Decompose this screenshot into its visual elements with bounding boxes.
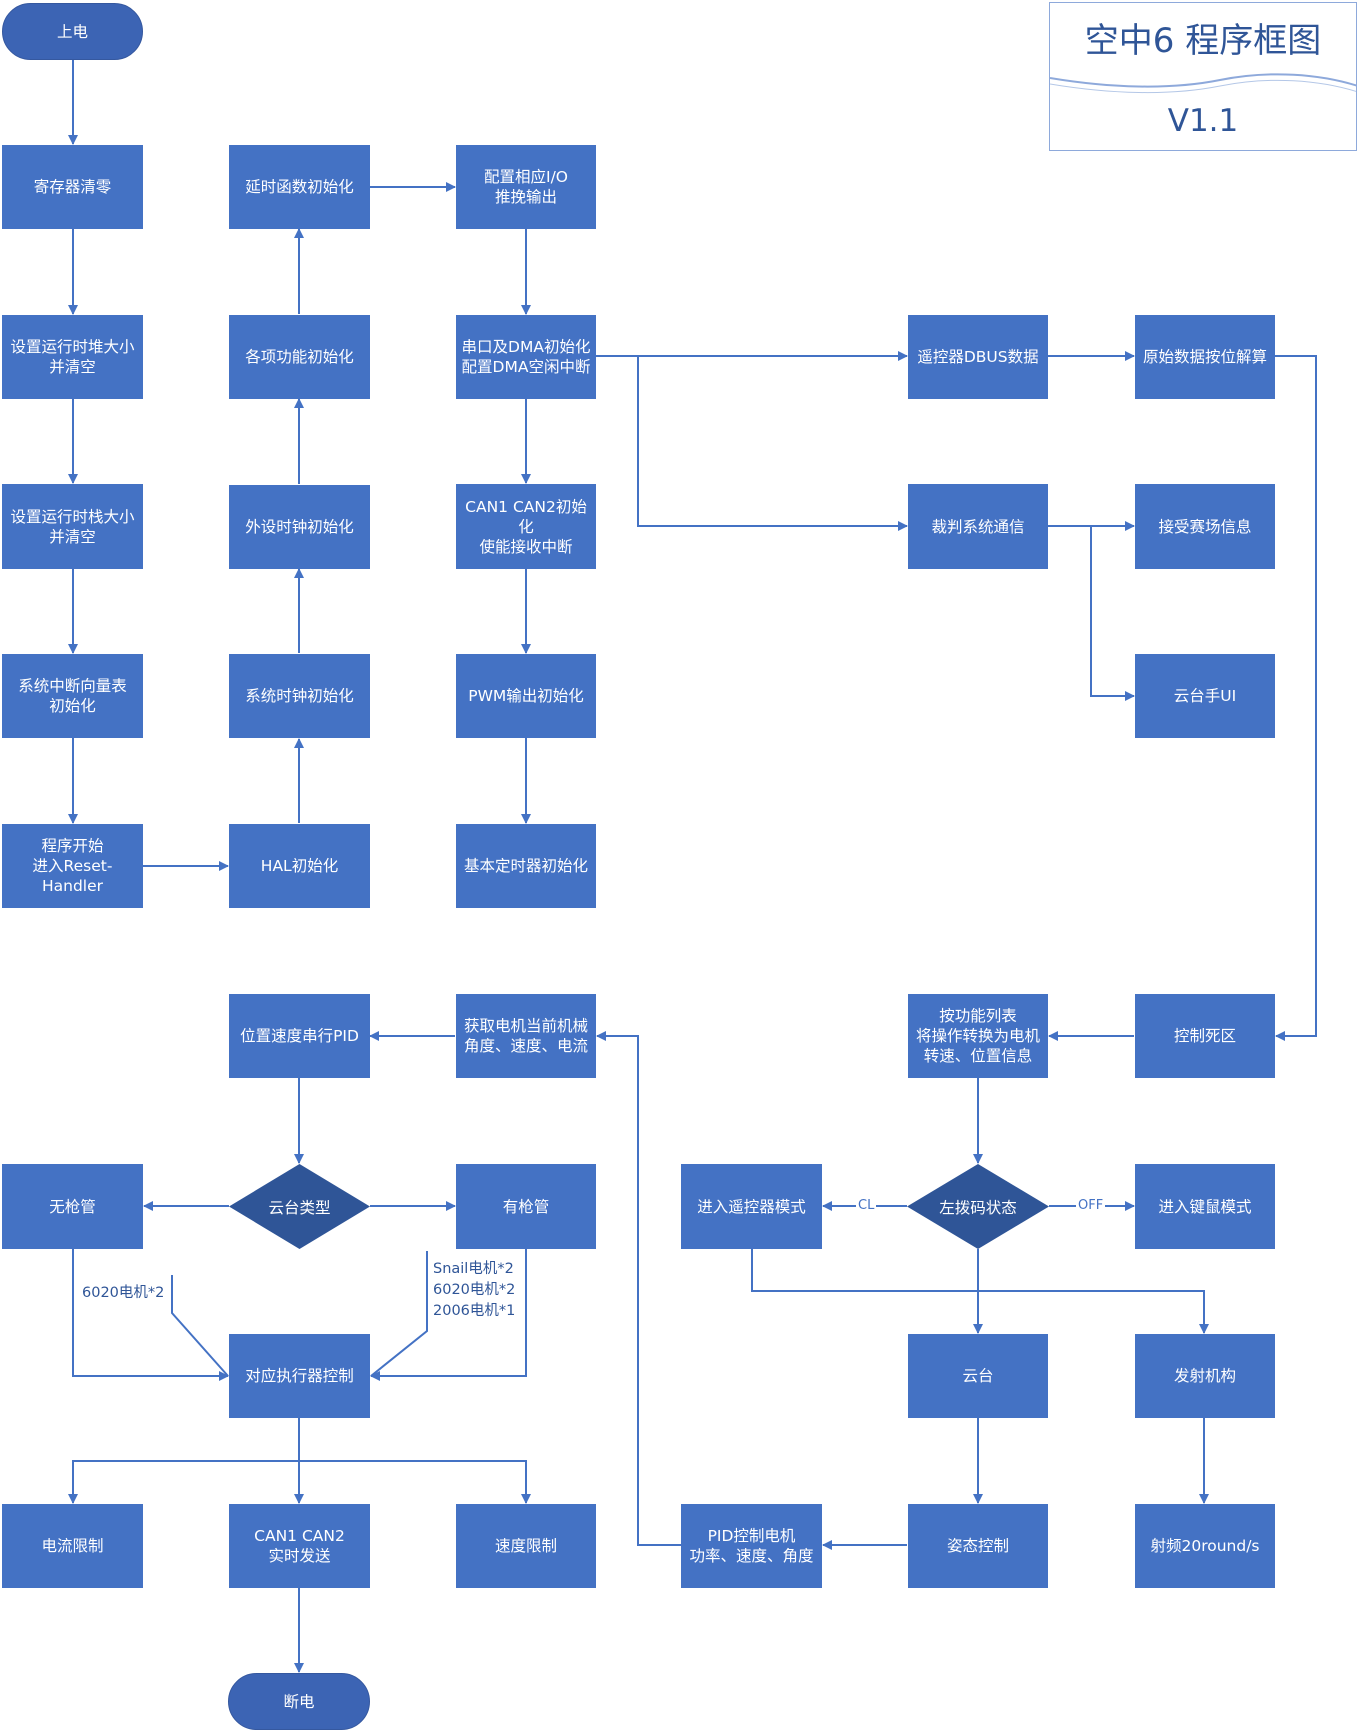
edge-label-cl: CL	[856, 1198, 877, 1213]
current-limit-box: 电流限制	[2, 1504, 143, 1588]
gimbal-box: 云台	[908, 1334, 1048, 1418]
referee-box: 裁判系统通信	[908, 484, 1048, 569]
power-off-terminal: 断电	[228, 1673, 370, 1730]
vector-table-box: 系统中断向量表 初始化	[2, 654, 143, 738]
periph-clk-init-box: 外设时钟初始化	[229, 485, 370, 569]
uart-dma-box: 串口及DMA初始化 配置DMA空闲中断	[456, 315, 596, 399]
no-barrel-box: 无枪管	[2, 1164, 143, 1249]
edge-label-off: OFF	[1076, 1198, 1106, 1213]
delay-init-box: 延时函数初始化	[229, 145, 370, 229]
func-map-box: 按功能列表 将操作转换为电机 转速、位置信息	[908, 994, 1048, 1078]
speed-limit-box: 速度限制	[456, 1504, 596, 1588]
dbus-box: 遥控器DBUS数据	[908, 315, 1048, 399]
timer-init-box: 基本定时器初始化	[456, 824, 596, 908]
field-info-box: 接受赛场信息	[1135, 484, 1275, 569]
km-mode-box: 进入键鼠模式	[1135, 1164, 1275, 1249]
pid-motor-box: PID控制电机 功率、速度、角度	[681, 1504, 822, 1588]
title-block: 空中6 程序框图 V1.1	[1049, 2, 1357, 151]
shooter-box: 发射机构	[1135, 1334, 1275, 1418]
heap-setup-box: 设置运行时堆大小 并清空	[2, 315, 143, 399]
deadzone-box: 控制死区	[1135, 994, 1275, 1078]
stack-setup-box: 设置运行时栈大小 并清空	[2, 484, 143, 569]
attitude-box: 姿态控制	[908, 1504, 1048, 1588]
io-config-box: 配置相应I/O 推挽输出	[456, 145, 596, 229]
sysclk-init-box: 系统时钟初始化	[229, 654, 370, 738]
power-on-terminal: 上电	[2, 3, 143, 60]
raw-decode-box: 原始数据按位解算	[1135, 315, 1275, 399]
gimbal-ui-box: 云台手UI	[1135, 654, 1275, 738]
pos-speed-pid-box: 位置速度串行PID	[229, 994, 370, 1078]
reg-clear-box: 寄存器清零	[2, 145, 143, 229]
gimbal-type-label: 云台类型	[268, 1198, 331, 1217]
left-motors-annotation: 6020电机*2	[82, 1285, 165, 1301]
can-send-box: CAN1 CAN2 实时发送	[229, 1504, 370, 1588]
actuator-box: 对应执行器控制	[229, 1334, 370, 1418]
title-wave-divider	[1050, 73, 1356, 94]
right-motors-annotation: Snail电机*2 6020电机*2 2006电机*1	[433, 1261, 516, 1319]
func-init-box: 各项功能初始化	[229, 315, 370, 399]
switch-state-diamond: 左拨码状态	[907, 1164, 1049, 1249]
get-motor-box: 获取电机当前机械 角度、速度、电流	[456, 994, 596, 1078]
switch-state-label: 左拨码状态	[939, 1198, 1017, 1217]
version-text: V1.1	[1167, 103, 1239, 139]
gimbal-type-diamond: 云台类型	[229, 1164, 370, 1249]
hal-init-box: HAL初始化	[229, 824, 370, 908]
fire-rate-box: 射频20round/s	[1135, 1504, 1275, 1588]
title-text: 空中6 程序框图	[1084, 21, 1322, 61]
pwm-init-box: PWM输出初始化	[456, 654, 596, 738]
can-init-box: CAN1 CAN2初始化 使能接收中断	[456, 484, 596, 569]
with-barrel-box: 有枪管	[456, 1164, 596, 1249]
rc-mode-box: 进入遥控器模式	[681, 1164, 822, 1249]
program-start-box: 程序开始 进入Reset-Handler	[2, 824, 143, 908]
